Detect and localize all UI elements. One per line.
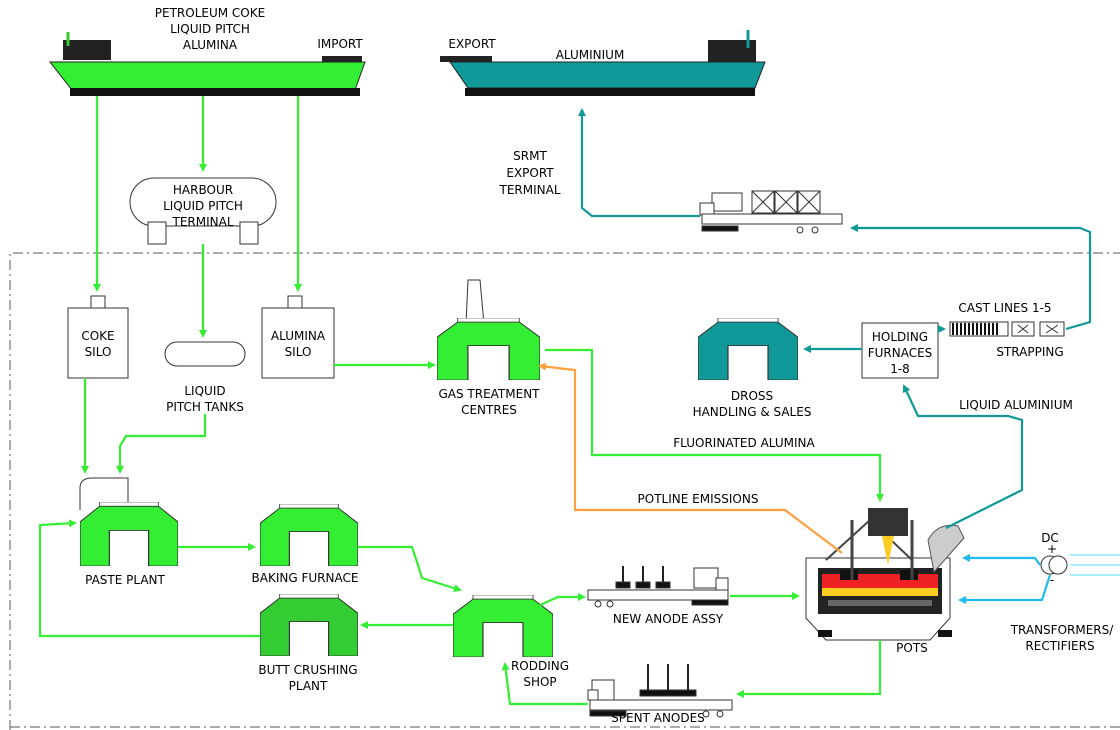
srmt-line-2: EXPORT <box>506 166 554 180</box>
srmt-line-1: SRMT <box>513 149 547 163</box>
alumina-silo-line-2: SILO <box>285 345 312 359</box>
import-cargo-line-1: PETROLEUM COKE <box>155 6 265 20</box>
flow-potline-emissions <box>538 362 843 554</box>
flow-dc-negative <box>958 574 1052 604</box>
new-anode-assy: NEW ANODE ASSY <box>587 566 729 626</box>
harbour-line-1: HARBOUR <box>173 183 233 197</box>
plus-label: + <box>1047 542 1057 556</box>
paste-plant-label: PASTE PLANT <box>85 573 165 587</box>
export-label: EXPORT <box>448 37 496 51</box>
import-label: IMPORT <box>317 37 363 51</box>
spent-anodes-label: SPENT ANODES <box>611 711 705 725</box>
pitch-tanks-line-2: PITCH TANKS <box>166 400 244 414</box>
potline-emissions-label: POTLINE EMISSIONS <box>638 492 759 506</box>
transformers-line-1: TRANSFORMERS/ <box>1010 623 1115 637</box>
dross-line-2: HANDLING & SALES <box>693 405 812 419</box>
dross-handling: DROSS HANDLING & SALES <box>693 318 812 419</box>
harbour-line-3: TERMINAL <box>171 215 233 229</box>
transformers-rectifiers: DC + - TRANSFORMERS/ RECTIFIERS <box>1010 531 1120 653</box>
export-ship: EXPORT ALUMINIUM <box>440 30 766 96</box>
flow-dc-positive <box>962 554 1041 566</box>
alumina-silo: ALUMINA SILO <box>261 295 335 379</box>
gas-treatment-line-2: CENTRES <box>461 403 517 417</box>
rodding-shop: RODDING SHOP <box>453 595 569 689</box>
rodding-line-2: SHOP <box>523 675 556 689</box>
flow-rodding-to-new-anode <box>539 593 586 607</box>
flow-pitch-to-paste <box>116 414 207 474</box>
new-anode-label: NEW ANODE ASSY <box>613 612 724 626</box>
srmt-line-3: TERMINAL <box>498 183 560 197</box>
flow-pots-to-holding <box>902 384 1024 529</box>
pitch-tanks-line-1: LIQUID <box>184 384 225 398</box>
dross-line-1: DROSS <box>731 389 773 403</box>
pots: POTS <box>805 508 965 655</box>
coke-silo-line-2: SILO <box>85 345 112 359</box>
import-cargo-line-3: ALUMINA <box>183 38 238 52</box>
coke-silo: COKE SILO <box>67 295 129 379</box>
gas-treatment-centres: GAS TREATMENT CENTRES <box>437 279 540 417</box>
flow-spent-to-rodding <box>501 662 588 706</box>
harbour-liquid-pitch-terminal: HARBOUR LIQUID PITCH TERMINAL <box>129 177 277 245</box>
butt-crushing-plant: BUTT CRUSHING PLANT <box>258 594 358 693</box>
rodding-line-1: RODDING <box>511 659 569 673</box>
flow-pots-to-spent <box>736 640 882 698</box>
flow-truck-to-export <box>578 108 700 218</box>
flow-butt-to-paste <box>38 519 260 638</box>
minus-label: - <box>1050 573 1054 587</box>
srmt-export-terminal: SRMT EXPORT TERMINAL <box>498 149 560 197</box>
flow-fluorinated-alumina <box>545 348 884 502</box>
holding-line-2: FURNACES <box>868 346 933 360</box>
butt-crushing-line-1: BUTT CRUSHING <box>258 663 357 677</box>
export-truck <box>699 190 843 234</box>
spent-anodes: SPENT ANODES <box>587 664 733 725</box>
holding-line-1: HOLDING <box>872 330 928 344</box>
harbour-line-2: LIQUID PITCH <box>163 199 243 213</box>
paste-plant: PASTE PLANT <box>79 477 178 587</box>
export-cargo: ALUMINIUM <box>556 48 625 62</box>
cast-lines: CAST LINES 1-5 STRAPPING <box>949 301 1065 359</box>
baking-furnace-label: BAKING FURNACE <box>252 571 359 585</box>
liquid-aluminium-label: LIQUID ALUMINIUM <box>959 398 1073 412</box>
flow-baking-to-rodding <box>358 545 462 593</box>
import-ship: PETROLEUM COKE LIQUID PITCH ALUMINA IMPO… <box>48 6 366 96</box>
holding-line-3: 1-8 <box>890 362 910 376</box>
dc-label: DC <box>1041 531 1059 545</box>
strapping-label: STRAPPING <box>996 345 1063 359</box>
cast-lines-label: CAST LINES 1-5 <box>958 301 1051 315</box>
liquid-pitch-tanks: LIQUID PITCH TANKS <box>164 341 246 414</box>
butt-crushing-line-2: PLANT <box>289 679 328 693</box>
flow-strapping-to-truck <box>850 224 1092 331</box>
import-cargo-line-2: LIQUID PITCH <box>170 22 250 36</box>
gas-treatment-line-1: GAS TREATMENT <box>438 387 540 401</box>
coke-silo-line-1: COKE <box>81 329 114 343</box>
pots-label: POTS <box>896 641 928 655</box>
transformers-line-2: RECTIFIERS <box>1025 639 1094 653</box>
fluorinated-alumina-label: FLUORINATED ALUMINA <box>673 436 815 450</box>
baking-furnace: BAKING FURNACE <box>252 504 359 585</box>
alumina-silo-line-1: ALUMINA <box>271 329 326 343</box>
holding-furnaces: HOLDING FURNACES 1-8 <box>861 322 939 379</box>
